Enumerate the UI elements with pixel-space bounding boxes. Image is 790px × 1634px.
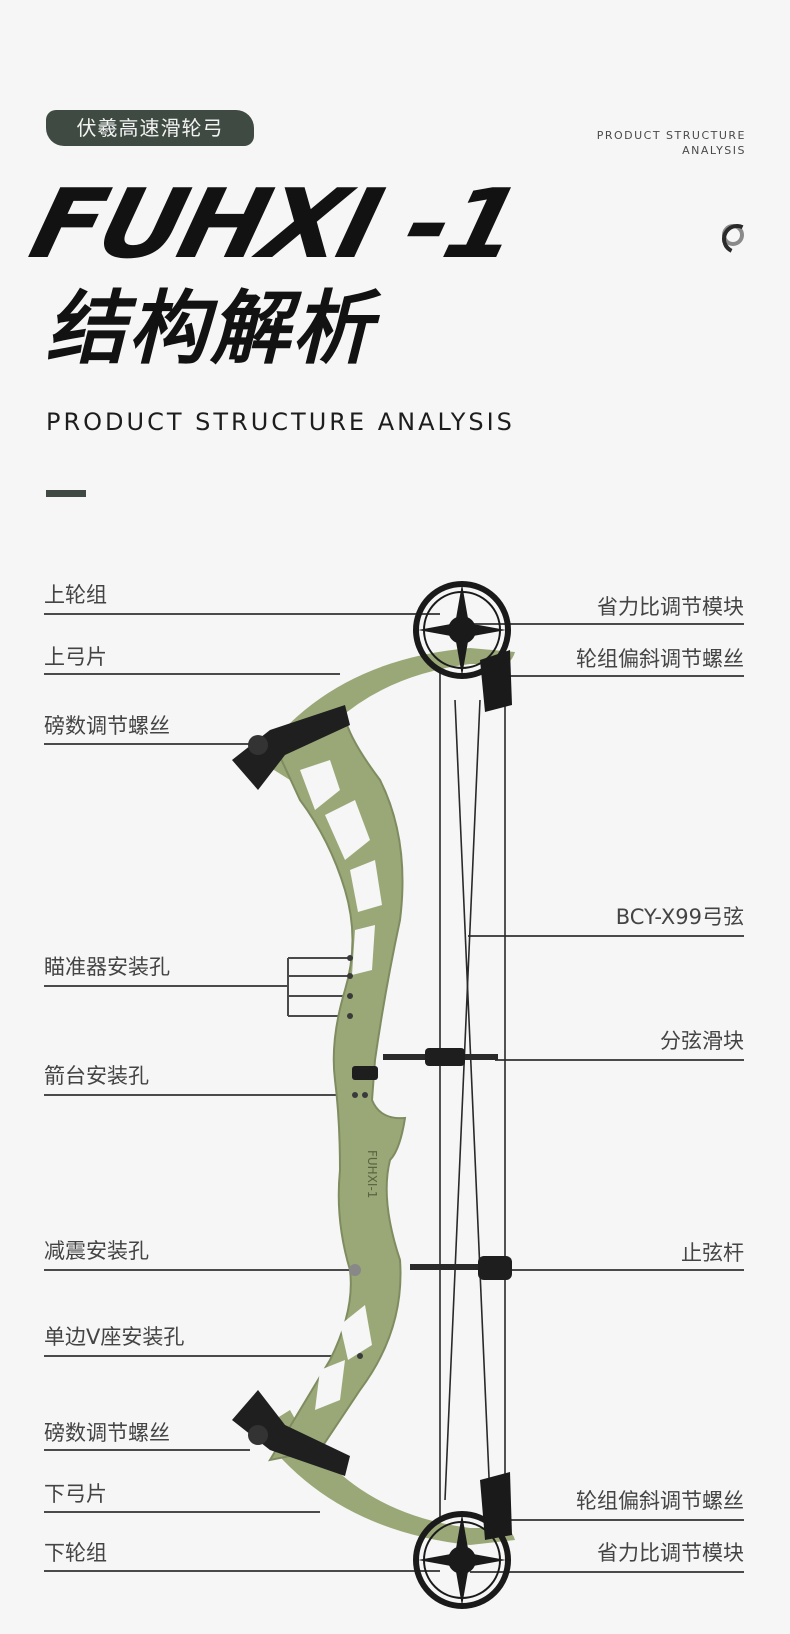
label-v-bar-mount-hole: 单边V座安装孔: [44, 1325, 185, 1349]
label-upper-cam: 上轮组: [44, 583, 107, 607]
riser-engraving: FUHXI-1: [365, 1150, 379, 1198]
cable-slide: [383, 1048, 498, 1066]
label-upper-let-off-module: 省力比调节模块: [597, 595, 744, 619]
label-lower-cam: 下轮组: [44, 1541, 107, 1565]
left-callout-lines: [44, 613, 440, 1572]
label-upper-poundage-bolt: 磅数调节螺丝: [44, 714, 170, 738]
string-stop: [410, 1256, 512, 1280]
bow-strings: [439, 670, 506, 1520]
label-lower-poundage-bolt: 磅数调节螺丝: [44, 1421, 170, 1445]
english-title: PRODUCT STRUCTURE ANALYSIS: [46, 408, 515, 436]
label-lower-limb: 下弓片: [44, 1482, 107, 1506]
title-divider: [46, 490, 86, 497]
label-lower-let-off-module: 省力比调节模块: [597, 1541, 744, 1565]
label-rest-mount-holes: 箭台安装孔: [44, 1064, 149, 1088]
label-upper-cam-lean-screw: 轮组偏斜调节螺丝: [576, 647, 744, 671]
label-upper-limb: 上弓片: [44, 645, 107, 669]
label-stabilizer-mount-hole: 减震安装孔: [44, 1239, 149, 1263]
label-lower-cam-lean-screw: 轮组偏斜调节螺丝: [576, 1489, 744, 1513]
tagline-line-1: PRODUCT STRUCTURE: [596, 129, 746, 142]
product-series-badge: 伏羲高速滑轮弓: [46, 110, 254, 146]
upper-cam: [413, 581, 512, 712]
label-sight-mount-holes: 瞄准器安装孔: [44, 955, 170, 979]
right-callout-lines: [468, 623, 744, 1573]
loading-ring-icon: [722, 224, 744, 246]
limb-pockets: [232, 705, 350, 1476]
header-tagline: PRODUCT STRUCTURE ANALYSIS: [597, 128, 746, 158]
riser-cutouts: [300, 760, 382, 1410]
grip-plate: [352, 1066, 378, 1080]
label-cable-slide: 分弦滑块: [660, 1029, 744, 1053]
chinese-title: 结构解析: [46, 282, 374, 375]
label-string-stop: 止弦杆: [681, 1241, 744, 1265]
lower-cam: [413, 1472, 512, 1609]
mounting-holes: [347, 955, 368, 1359]
label-bowstring: BCY-X99弓弦: [615, 905, 744, 929]
tagline-line-2: ANALYSIS: [682, 144, 746, 157]
